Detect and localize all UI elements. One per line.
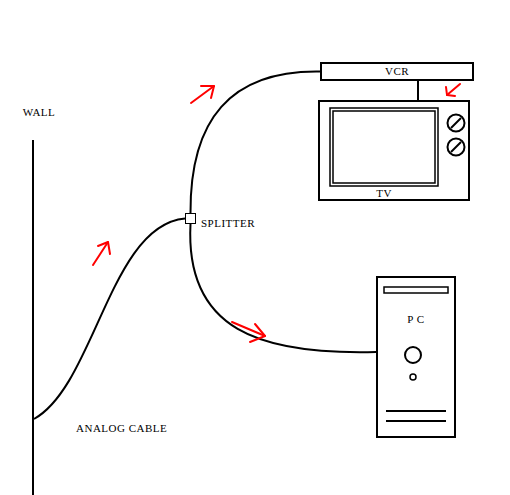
pc-tower: P C: [376, 276, 456, 438]
splitter-square: [185, 213, 196, 224]
tv-illustration: [320, 102, 468, 199]
pc-illustration: [378, 278, 454, 436]
tv-bezel: [330, 108, 438, 186]
wall-line: [32, 140, 34, 495]
vent-line: [386, 410, 446, 412]
power-led: [410, 374, 416, 380]
cable-line: [417, 81, 419, 100]
tv-screen: [333, 111, 435, 183]
tv-knob: [448, 139, 465, 156]
tv-knob: [448, 115, 465, 132]
cable: [190, 224, 376, 352]
power-button: [405, 347, 421, 363]
cable-line: [190, 224, 376, 352]
cable: [34, 219, 185, 420]
tv-knob-mark: [451, 118, 461, 128]
cable: [418, 81, 419, 100]
cable-line: [34, 219, 185, 420]
vent-line: [386, 420, 446, 422]
node-label: WALL: [8, 106, 70, 119]
red-arrow: [93, 242, 110, 265]
node-label: P C: [407, 313, 424, 326]
splitter: SPLITTER: [185, 213, 275, 235]
node-label: VCR: [322, 64, 472, 79]
cable-line: [190, 71, 320, 213]
cable-label: ANALOG CABLE: [74, 422, 169, 435]
red-arrow: [232, 322, 265, 342]
wall: WALL: [8, 106, 70, 495]
tv-set: TV: [318, 100, 470, 201]
drive-slot: [384, 287, 448, 293]
node-label: SPLITTER: [201, 217, 255, 230]
cable: [190, 71, 320, 213]
red-arrow: [446, 84, 460, 96]
vcr-box: VCR: [320, 62, 474, 81]
tv-knob-mark: [451, 142, 461, 152]
node-label: TV: [376, 187, 392, 200]
red-arrow: [191, 86, 214, 103]
